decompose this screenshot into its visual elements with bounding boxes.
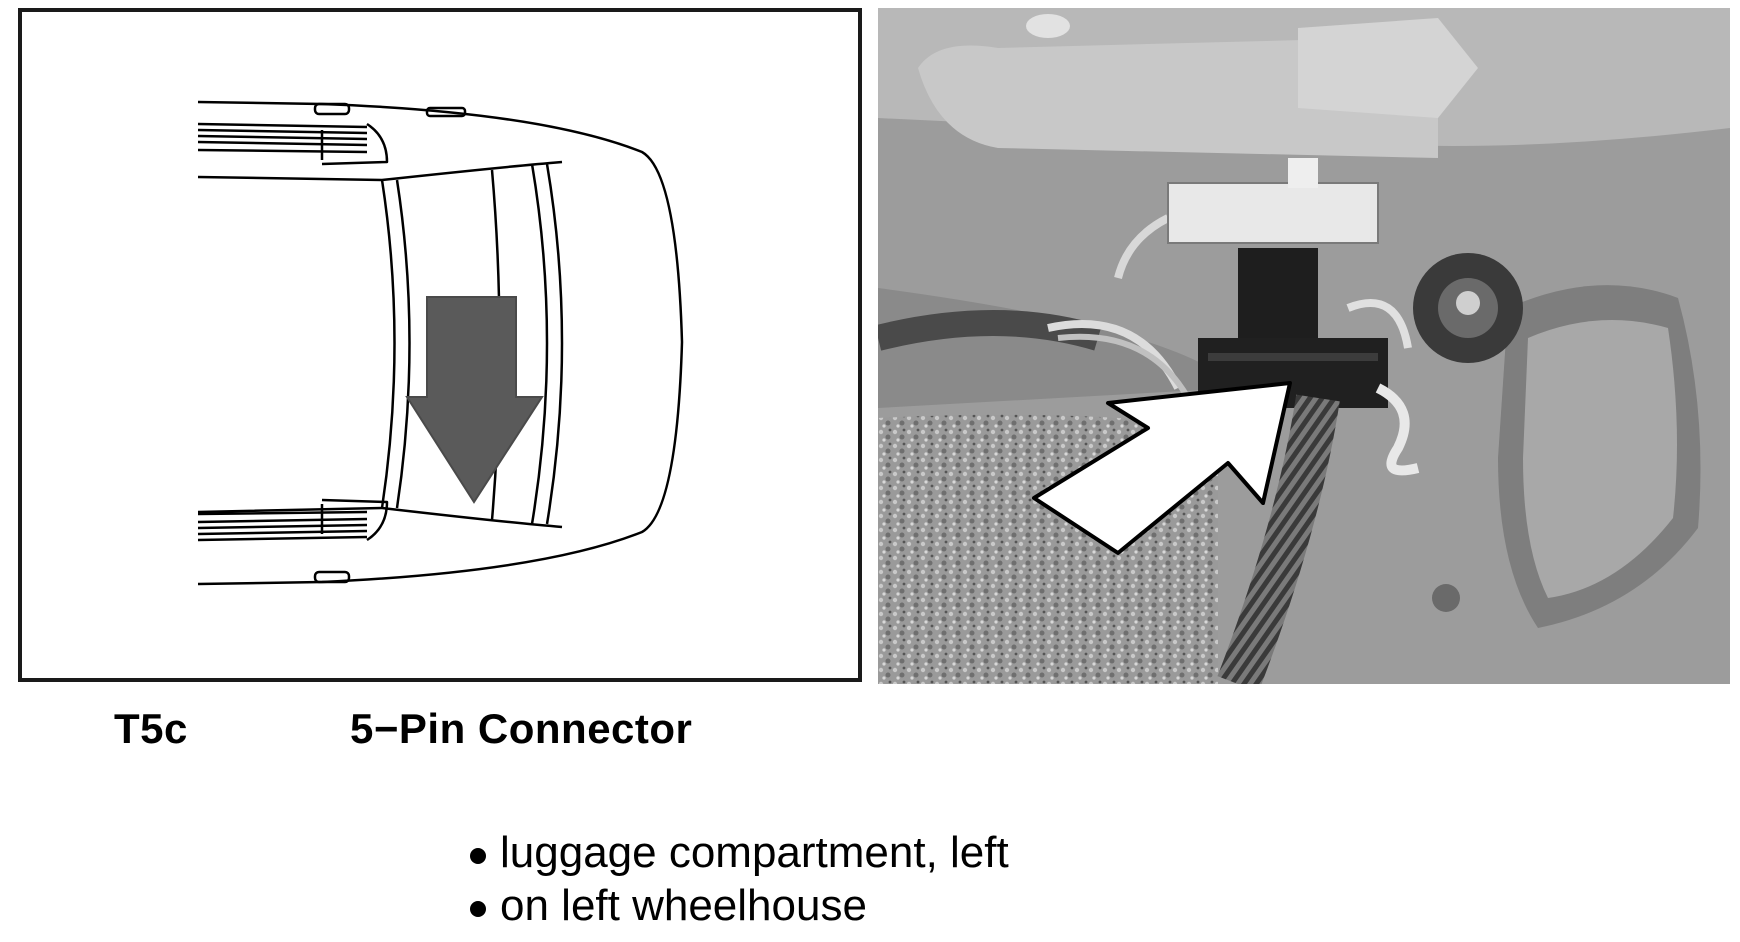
- arrow-up-right-icon: [1032, 381, 1292, 555]
- location-list: luggage compartment, left on left wheelh…: [468, 826, 1009, 932]
- location-item: luggage compartment, left: [468, 826, 1009, 879]
- vehicle-location-diagram: [18, 8, 862, 682]
- photo-illustration: [878, 8, 1730, 684]
- component-code: T5c: [114, 705, 188, 752]
- component-name: 5−Pin Connector: [350, 705, 693, 752]
- arrow-down-icon: [405, 296, 544, 504]
- connector-location-photo: [878, 8, 1730, 684]
- vehicle-rear-outline: [197, 100, 684, 586]
- location-item: on left wheelhouse: [468, 879, 1009, 932]
